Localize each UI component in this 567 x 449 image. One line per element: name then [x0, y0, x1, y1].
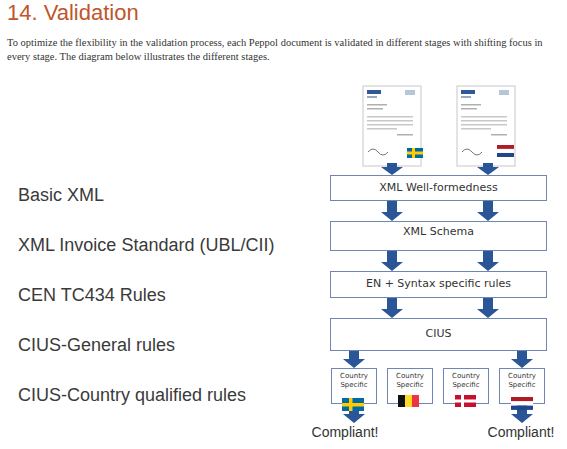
flow-arrow — [477, 251, 499, 271]
intro-paragraph: To optimize the flexibility in the valid… — [7, 36, 563, 64]
box-text: Country Specific — [332, 372, 376, 389]
flow-arrow — [477, 298, 499, 318]
box-text: XML Well-formedness — [377, 182, 499, 195]
stage-box: EN + Syntax specific rules — [330, 271, 547, 298]
box-text: Country Specific — [500, 372, 544, 389]
box-text: Country Specific — [388, 372, 432, 389]
result-label: Compliant! — [481, 424, 561, 440]
stage-label: XML Invoice Standard (UBL/CII) — [18, 235, 274, 256]
stage-label: CIUS-Country qualified rules — [18, 385, 246, 406]
box-text: CIUS — [424, 328, 454, 341]
invoice-right — [457, 86, 515, 166]
flow-arrow — [381, 201, 403, 221]
box-text: XML Schema — [401, 226, 476, 239]
flow-arrow — [477, 201, 499, 221]
stage-label: CEN TC434 Rules — [18, 285, 166, 306]
result-arrows — [343, 404, 533, 423]
stage-box: XML Schema — [330, 221, 547, 251]
stage-box: CIUS — [330, 318, 547, 351]
country-box: Country Specific — [331, 368, 377, 404]
stage-label: Basic XML — [18, 185, 104, 206]
page-title: 14. Validation — [7, 0, 139, 26]
flow-arrow — [343, 351, 365, 368]
flow-arrow — [511, 351, 533, 368]
invoice-left — [363, 86, 423, 166]
box-text: Country Specific — [444, 372, 488, 389]
flow-arrow — [381, 298, 403, 318]
stage-box: XML Well-formedness — [330, 175, 547, 201]
country-box: Country Specific — [499, 368, 545, 404]
flow-arrow — [381, 251, 403, 271]
country-box: Country Specific — [443, 368, 489, 404]
box-text: EN + Syntax specific rules — [364, 278, 513, 291]
input-arrows — [381, 163, 499, 175]
result-label: Compliant! — [305, 424, 385, 440]
stage-label: CIUS-General rules — [18, 335, 175, 356]
country-box: Country Specific — [387, 368, 433, 404]
